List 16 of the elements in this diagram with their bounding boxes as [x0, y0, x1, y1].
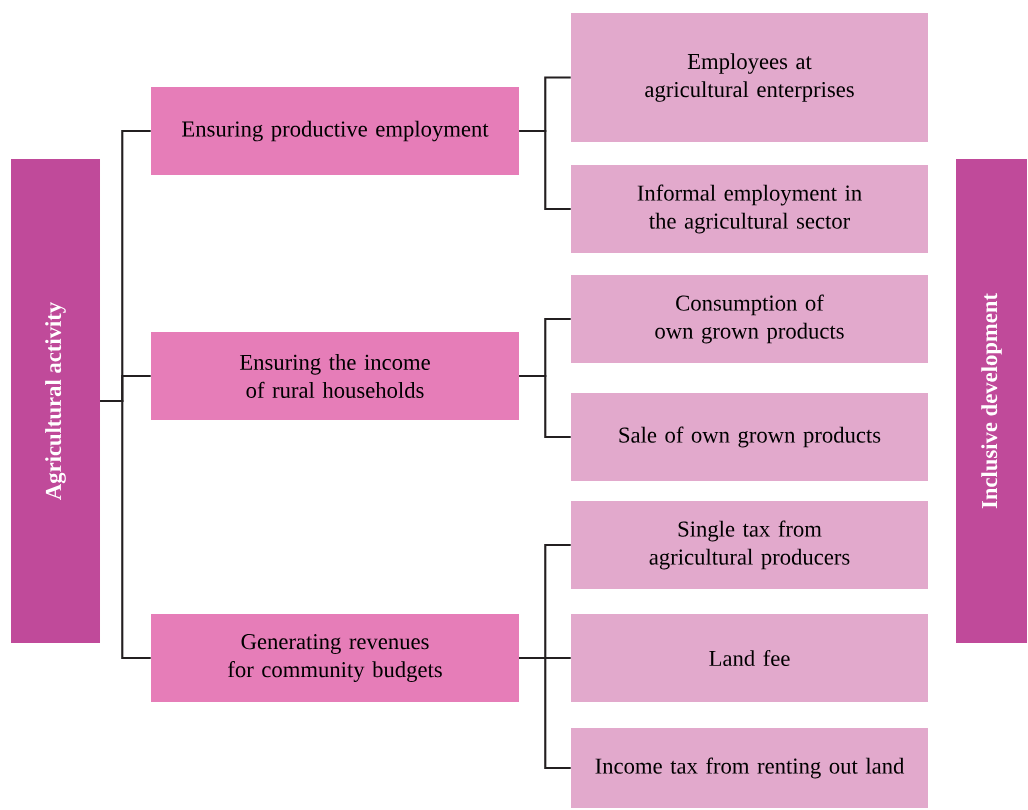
vertical-banner: Inclusive development: [956, 159, 1027, 643]
connector-line: [519, 656, 571, 770]
connector-line: [519, 374, 571, 439]
connector-line: [100, 399, 151, 660]
item-box: Employees at agricultural enterprises: [571, 13, 928, 142]
item-box: Income tax from renting out land: [571, 728, 928, 808]
item-box: Informal employment in the agricultural sector: [571, 165, 928, 253]
category-box: Generating revenues for community budgets: [151, 614, 519, 702]
item-box: Single tax from agricultural producers: [571, 501, 928, 589]
item-box: Consumption of own grown products: [571, 275, 928, 363]
category-box: Ensuring productive employment: [151, 87, 519, 175]
vertical-banner: Agricultural activity: [11, 159, 100, 643]
connector-line: [519, 129, 571, 211]
category-box: Ensuring the income of rural households: [151, 332, 519, 420]
item-box: Land fee: [571, 614, 928, 702]
item-box: Sale of own grown products: [571, 393, 928, 481]
